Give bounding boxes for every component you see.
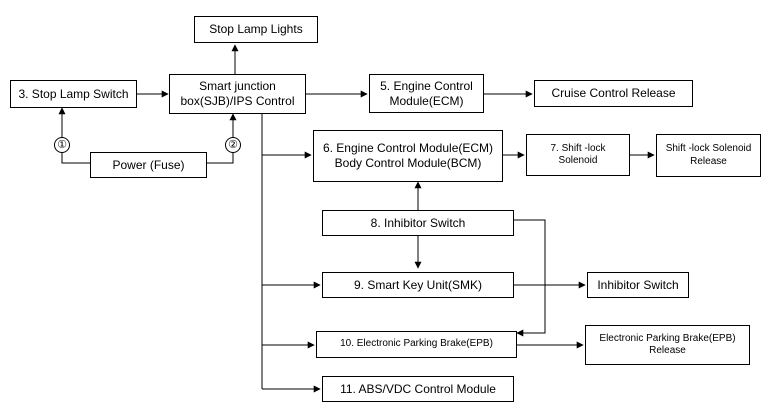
inhibitor-switch-output-label: Inhibitor Switch bbox=[597, 277, 679, 292]
engine-control-module-box: 5. Engine Control Module(ECM) bbox=[369, 74, 484, 113]
shift-lock-solenoid-box: 7. Shift -lock Solenoid bbox=[526, 134, 630, 176]
shift-lock-release-label-line2: Release bbox=[690, 155, 727, 167]
inhibitor-switch-box: 8. Inhibitor Switch bbox=[322, 210, 514, 236]
shift-lock-release-label-line1: Shift -lock Solenoid bbox=[665, 143, 752, 154]
stop-lamp-lights-label: Stop Lamp Lights bbox=[209, 22, 303, 36]
smart-junction-box: Smart junction box(SJB)/IPS Control bbox=[169, 74, 306, 114]
epb-release-label-line2: Release bbox=[649, 345, 686, 356]
electronic-parking-brake-box: 10. Electronic Parking Brake(EPB) bbox=[316, 331, 517, 358]
abs-vdc-module-box: 11. ABS/VDC Control Module bbox=[322, 376, 514, 402]
ecm-bcm-box: 6. Engine Control Module(ECM) Body Contr… bbox=[313, 130, 503, 182]
ecm-label-line1: 5. Engine Control bbox=[380, 78, 473, 93]
sjb-label-line1: Smart junction bbox=[199, 79, 276, 93]
sjb-label-line2: box(SJB)/IPS Control bbox=[180, 94, 295, 108]
stop-lamp-switch-box: 3. Stop Lamp Switch bbox=[10, 80, 137, 108]
shift-lock-label-line1: 7. Shift -lock bbox=[550, 142, 606, 154]
epb-label: 10. Electronic Parking Brake(EPB) bbox=[340, 338, 493, 350]
marker-two: ② bbox=[225, 137, 241, 153]
epb-release-label-line1: Electronic Parking Brake(EPB) bbox=[599, 332, 736, 344]
epb-release-box: Electronic Parking Brake(EPB) Release bbox=[585, 325, 750, 365]
abs-vdc-label: 11. ABS/VDC Control Module bbox=[340, 381, 496, 396]
inhibitor-switch-output-box: Inhibitor Switch bbox=[587, 272, 689, 298]
power-fuse-box: Power (Fuse) bbox=[90, 152, 207, 178]
shift-lock-release-box: Shift -lock Solenoid Release bbox=[656, 134, 761, 177]
smart-key-unit-label: 9. Smart Key Unit(SMK) bbox=[353, 277, 483, 292]
shift-lock-label-line2: Solenoid bbox=[558, 155, 598, 166]
power-fuse-label: Power (Fuse) bbox=[112, 157, 185, 172]
cruise-control-release-label: Cruise Control Release bbox=[551, 86, 676, 100]
inhibitor-switch-label: 8. Inhibitor Switch bbox=[370, 215, 466, 230]
smart-key-unit-box: 9. Smart Key Unit(SMK) bbox=[322, 272, 514, 298]
stop-lamp-switch-label: 3. Stop Lamp Switch bbox=[18, 86, 129, 101]
cruise-control-release-box: Cruise Control Release bbox=[534, 80, 693, 107]
ecm-bcm-label-line1: 6. Engine Control Module(ECM) bbox=[322, 141, 494, 155]
ecm-label-line2: Module(ECM) bbox=[389, 93, 464, 108]
ecm-bcm-label-line2: Body Control Module(BCM) bbox=[334, 156, 482, 170]
marker-one: ① bbox=[54, 137, 70, 153]
stop-lamp-lights-box: Stop Lamp Lights bbox=[194, 16, 318, 43]
